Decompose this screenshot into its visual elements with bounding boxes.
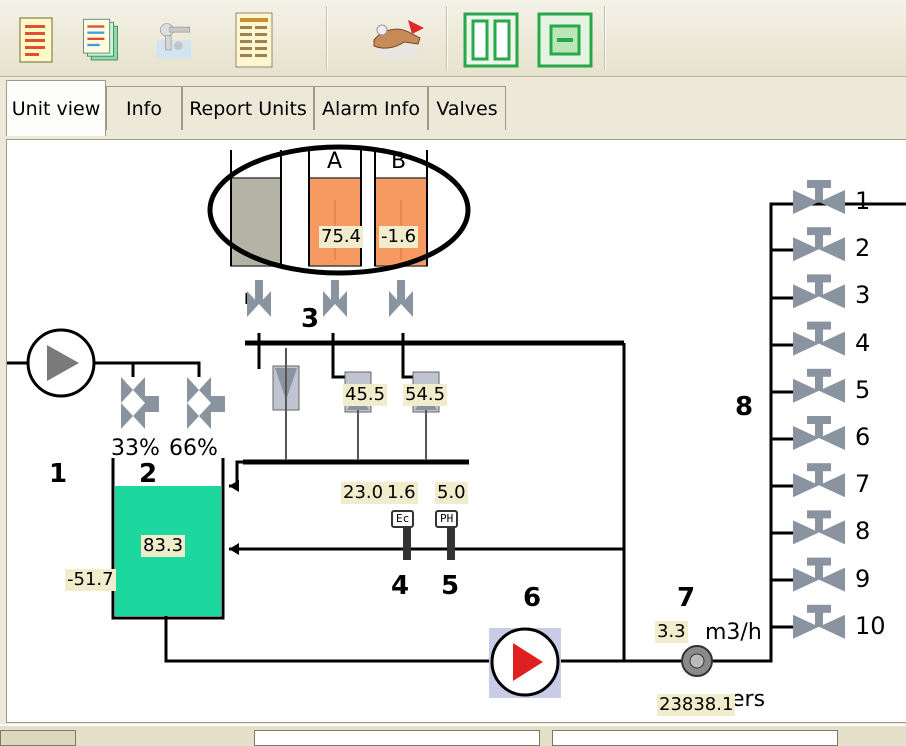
highlight-ellipse (207, 144, 471, 276)
callout-6: 6 (523, 583, 542, 613)
ph-tag: PH (435, 510, 459, 528)
outlet-valve-label: 8 (855, 517, 871, 546)
outlet-valve-9[interactable] (793, 557, 845, 592)
callout-4: 4 (391, 571, 410, 601)
outlet-valve-label: 2 (855, 234, 871, 263)
outlet-valve-4[interactable] (793, 321, 845, 356)
toolbar (0, 0, 906, 77)
multi-report-icon[interactable] (82, 12, 122, 68)
outlet-valve-2[interactable] (793, 227, 845, 262)
tab-alarm-info[interactable]: Alarm Info (314, 86, 428, 130)
callout-1: 1 (49, 459, 68, 489)
tank-a-label: A (327, 149, 343, 174)
tab-bar: Unit view Info Report Units Alarm Info V… (0, 78, 906, 140)
flowmeter-b-value: 54.5 (403, 384, 448, 406)
water-meter[interactable] (681, 645, 713, 677)
flow-total-value: 23838.1 (657, 694, 736, 716)
outlet-valve-label: 7 (855, 470, 871, 499)
tab-unit-view[interactable]: Unit view (6, 80, 106, 136)
unit-view-panel: A B 75.4 -1.6 45.5 54.5 33% 66% 83.3 -51… (6, 139, 906, 723)
callout-3: 3 (301, 304, 320, 334)
tank-b-label: B (391, 149, 407, 174)
main-pump[interactable] (489, 627, 561, 698)
flowmeter-a-value: 45.5 (343, 384, 388, 406)
outlet-valve-label: 3 (855, 281, 871, 310)
venturi-grey[interactable] (272, 348, 300, 460)
outlet-valve-6[interactable] (793, 416, 845, 450)
tank-valve-b[interactable] (389, 280, 413, 317)
table-doc-icon[interactable] (234, 12, 274, 68)
tab-info[interactable]: Info (106, 86, 182, 130)
main-tank-value: 83.3 (141, 535, 186, 557)
outlet-valve-5[interactable] (793, 368, 845, 403)
tab-label: Unit view (11, 97, 101, 120)
flow-total-unit: ers (731, 687, 766, 712)
flow-arrow-icon (229, 480, 239, 492)
outlet-valve-1[interactable] (793, 180, 845, 214)
taskbar (0, 724, 906, 746)
inlet-valve-1[interactable] (121, 377, 159, 429)
outlet-valve-label: 1 (855, 187, 871, 215)
toolbar-separator (326, 6, 328, 70)
main-tank-wall (111, 458, 225, 620)
toolbar-separator (604, 6, 606, 70)
callout-7: 7 (677, 583, 696, 613)
flow-arrow-icon (229, 543, 239, 555)
tank-valve-a[interactable] (323, 280, 347, 317)
tab-valves[interactable]: Valves (428, 86, 506, 130)
callout-8: 8 (735, 392, 754, 422)
tank-a-value: 75.4 (319, 226, 364, 248)
inlet-valve-2-pct: 66% (169, 436, 218, 461)
tank-wall (374, 150, 428, 266)
ec-tag: Ec (391, 510, 415, 528)
callout-5: 5 (441, 571, 460, 601)
callout-2: 2 (139, 459, 158, 489)
manual-hand-icon[interactable] (366, 12, 436, 68)
single-view-icon[interactable] (536, 12, 594, 68)
tab-label: Valves (436, 97, 498, 120)
tab-label: Alarm Info (322, 97, 420, 120)
outlet-valve-7[interactable] (793, 463, 845, 498)
flow-rate-unit: m3/h (705, 620, 762, 645)
outlet-valve-label: 6 (855, 423, 871, 451)
reservoir-tank-grey[interactable] (230, 177, 282, 267)
outlet-valve-8[interactable] (793, 510, 845, 545)
tab-label: Report Units (189, 97, 307, 120)
ec-value: 1.6 (385, 482, 418, 504)
tab-report-units[interactable]: Report Units (182, 86, 314, 130)
toolbar-separator (446, 6, 448, 70)
inlet-valve-2[interactable] (187, 377, 225, 429)
outlet-valve-3[interactable] (793, 274, 845, 309)
outlet-valve-label: 5 (855, 375, 871, 404)
report-doc-icon[interactable] (16, 12, 56, 68)
ec-sensor[interactable] (403, 524, 411, 560)
ph-value: 5.0 (435, 482, 468, 504)
outlet-valve-label: 4 (855, 328, 871, 357)
sprinkler-icon[interactable] (154, 12, 194, 68)
outlet-valve-column (793, 180, 845, 639)
inlet-valve-1-pct: 33% (111, 436, 160, 461)
tank-valve-grey[interactable] (247, 280, 271, 317)
tab-label: Info (126, 97, 162, 120)
outlet-valve-10[interactable] (793, 604, 845, 639)
outlet-valve-label: 9 (855, 564, 871, 593)
temperature-value: 23.0 (341, 482, 386, 504)
inlet-pump[interactable] (26, 328, 96, 398)
main-tank-side-value: -51.7 (65, 569, 116, 591)
columns-view-icon[interactable] (462, 12, 520, 68)
outlet-valve-label: 10 (855, 611, 886, 640)
unit-diagram (7, 144, 906, 698)
flow-rate-value: 3.3 (655, 621, 688, 643)
tank-b-value: -1.6 (379, 226, 419, 248)
ph-sensor[interactable] (447, 524, 455, 560)
